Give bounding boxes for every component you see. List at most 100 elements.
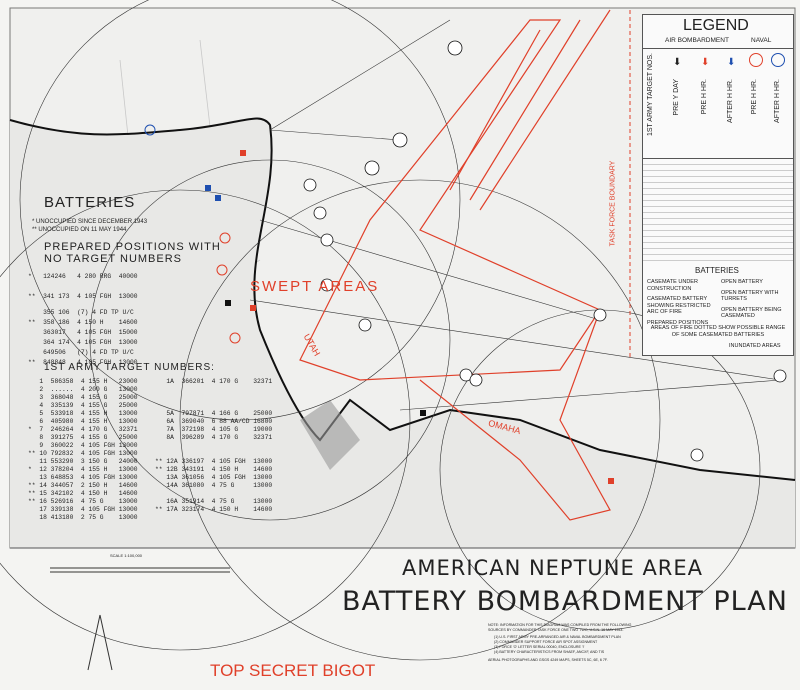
table-row: 4 335139 4 155 G 25000 bbox=[28, 402, 138, 409]
table-row: 7A 372198 4 105 G 19000 bbox=[155, 426, 273, 433]
black-arrow-icon: ⬇ bbox=[673, 57, 682, 68]
sources-intro: NOTE: INFORMATION FOR THIS DIAGRAM WAS C… bbox=[488, 623, 632, 632]
target-table-right: 1A 366201 4 170 G 32371 5A 797871 4 166 … bbox=[155, 378, 272, 522]
blue-arrow-icon: ⬇ bbox=[727, 57, 736, 68]
legend-inundated: INUNDATED AREAS bbox=[729, 343, 781, 349]
list-item: ** 341 173 4 105 FGH 13000 bbox=[28, 293, 138, 300]
legend-items-left: CASEMATE UNDER CONSTRUCTION CASEMATED BA… bbox=[647, 279, 715, 326]
prepared-positions-list: * 124246 4 280 RRG 40000 ** 341 173 4 10… bbox=[28, 272, 138, 368]
classification-stamp: TOP SECRET BIGOT bbox=[210, 661, 376, 680]
col-header: PRE Y DAY bbox=[673, 79, 680, 116]
table-row: 1A 366201 4 170 G 32371 bbox=[155, 378, 273, 385]
table-row bbox=[155, 386, 272, 394]
table-row: 6 405980 4 155 H 13000 bbox=[28, 418, 138, 425]
red-arrow-icon: ⬇ bbox=[701, 57, 710, 68]
table-row bbox=[155, 514, 272, 522]
table-row: 8 391275 4 155 G 25000 bbox=[28, 434, 138, 441]
batteries-title: BATTERIES bbox=[44, 194, 136, 211]
table-row: ** 12A 336197 4 105 FGH 13000 bbox=[155, 458, 273, 465]
note-unoccupied-1944: ** UNOCCUPIED ON 11 MAY 1944 bbox=[32, 227, 127, 233]
sources-note: NOTE: INFORMATION FOR THIS DIAGRAM WAS C… bbox=[488, 623, 648, 663]
list-item: 364 174 4 105 FGH 13000 bbox=[28, 339, 138, 346]
legend-item: PREPARED POSITIONS bbox=[647, 319, 709, 326]
col-header: 1ST ARMY TARGET NOS. bbox=[647, 53, 654, 136]
table-row: 17 339138 4 105 FGH 13000 bbox=[28, 506, 138, 513]
legend-naval: NAVAL bbox=[751, 37, 772, 44]
col-header: AFTER H HR. bbox=[727, 79, 734, 123]
north-arrow bbox=[87, 614, 113, 671]
source-item: (3) FORCE 'O' LETTER SERIAL 00040, ENCLO… bbox=[494, 645, 585, 649]
list-item: ** 358 186 4 150 H 14600 bbox=[28, 319, 138, 326]
list-item: 355 106 (7) 4 FD TP U/C bbox=[28, 309, 134, 316]
table-row: ** 12B 343191 4 150 H 14600 bbox=[155, 466, 273, 473]
table-row: 5A 797871 4 166 G 25000 bbox=[155, 410, 273, 417]
table-row: 14A 361080 4 75 G 13000 bbox=[155, 482, 273, 489]
source-item: (1) U.S. FIRST ARMY PRE-ARRANGED AIR & N… bbox=[494, 635, 621, 639]
scale-label: SCALE 1:100,000 bbox=[110, 553, 143, 558]
table-row: ** 10 792832 4 105 FGH 13000 bbox=[28, 450, 138, 457]
table-row: * 12 378204 4 155 H 13000 bbox=[28, 466, 138, 473]
legend-grid bbox=[643, 158, 793, 264]
table-row: 3 368048 4 155 G 25000 bbox=[28, 394, 138, 401]
table-row: ** 14 344057 2 150 H 14600 bbox=[28, 482, 138, 489]
scale-bar bbox=[50, 567, 230, 573]
legend-item: CASEMATE UNDER CONSTRUCTION bbox=[647, 279, 698, 292]
label-task-force-boundary: TASK FORCE BOUNDARY bbox=[609, 160, 617, 247]
table-row bbox=[155, 490, 272, 498]
battery-symbols bbox=[144, 124, 614, 484]
table-row: 13A 361056 4 105 FGH 13000 bbox=[155, 474, 273, 481]
legend-batteries-title: BATTERIES bbox=[695, 266, 739, 275]
blue-circle-icon bbox=[771, 53, 785, 67]
title-line-1: AMERICAN NEPTUNE AREA bbox=[402, 556, 704, 580]
table-row bbox=[155, 394, 272, 402]
table-row: 18 413180 2 75 G 13000 bbox=[28, 514, 138, 521]
note-text: UNOCCUPIED SINCE DECEMBER 1943 bbox=[36, 219, 148, 225]
legend-air: AIR BOMBARDMENT bbox=[665, 37, 729, 44]
source-item: (4) BATTERY CHARACTERISTICS FROM SHAEF, … bbox=[494, 650, 605, 654]
inundated-area bbox=[300, 400, 360, 470]
legend-item: OPEN BATTERY WITH TURRETS bbox=[721, 289, 779, 303]
table-row: 6A 369040 6 88 AA/CD 16800 bbox=[155, 418, 273, 425]
legend-title: LEGEND bbox=[683, 17, 749, 34]
table-row bbox=[155, 442, 272, 450]
list-item: 363017 4 105 FGH 15000 bbox=[28, 329, 138, 336]
list-item: ** 848848 4 105 FGH 13000 bbox=[28, 359, 138, 366]
table-row bbox=[155, 402, 272, 410]
legend-items-right: OPEN BATTERY OPEN BATTERY WITH TURRETS O… bbox=[721, 279, 789, 320]
table-row: 13 648853 4 105 FGH 13000 bbox=[28, 474, 138, 481]
legend-item: CASEMATED BATTERY SHOWING RESTRICTED ARC… bbox=[647, 296, 711, 315]
label-swept-areas: SWEPT AREAS bbox=[250, 278, 380, 295]
table-row: 9 360022 4 105 FGH 13000 bbox=[28, 442, 138, 449]
table-row: 1 586358 4 155 H 23000 bbox=[28, 378, 138, 385]
table-row bbox=[155, 450, 272, 458]
source-item: (2) COMMANDER SUPPORT FORCE AIR SPOT ASS… bbox=[494, 640, 598, 644]
prepared-title-1: PREPARED POSITIONS WITH bbox=[44, 241, 221, 253]
list-item: 649506 (7) 4 FD TP U/C bbox=[28, 349, 134, 356]
col-header: AFTER H HR. bbox=[774, 79, 781, 123]
table-row: 16A 351914 4 75 G 13000 bbox=[155, 498, 273, 505]
sources-footer: AERIAL PHOTOGRAPHS AND GSGS 4249 MAPS, S… bbox=[488, 658, 608, 662]
target-numbers-title: 1ST ARMY TARGET NUMBERS: bbox=[44, 362, 215, 373]
legend-item: OPEN BATTERY BEING CASEMATED bbox=[721, 306, 782, 320]
table-row: 5 533918 4 155 H 13000 bbox=[28, 410, 138, 417]
legend-item: OPEN BATTERY bbox=[721, 279, 763, 285]
legend-header: 1ST ARMY TARGET NOS. ⬇ PRE Y DAY ⬇ PRE H… bbox=[643, 48, 793, 159]
col-header: PRE H HR. bbox=[751, 79, 758, 115]
table-row: * 7 246264 4 170 G 32371 bbox=[28, 426, 138, 433]
title-line-2: BATTERY BOMBARDMENT PLAN bbox=[342, 586, 788, 617]
red-circle-icon bbox=[749, 53, 763, 67]
note-text: UNOCCUPIED ON 11 MAY 1944 bbox=[38, 227, 127, 233]
table-row: ** 15 342102 4 150 H 14600 bbox=[28, 490, 138, 497]
col-header: PRE H HR. bbox=[701, 79, 708, 115]
table-row: 11 553290 3 150 G 24000 bbox=[28, 458, 138, 465]
land-mass bbox=[10, 118, 795, 548]
table-row: ** 17A 323174 4 150 H 14600 bbox=[155, 506, 273, 513]
prepared-title-2: NO TARGET NUMBERS bbox=[44, 253, 183, 265]
list-item: * 124246 4 280 RRG 40000 bbox=[28, 273, 138, 280]
swept-areas bbox=[299, 9, 611, 521]
table-row: ** 16 526916 4 75 G 13000 bbox=[28, 498, 138, 505]
table-row: 8A 396289 4 170 G 32371 bbox=[155, 434, 273, 441]
legend-note: AREAS OF FIRE DOTTED SHOW POSSIBLE RANGE… bbox=[650, 325, 786, 338]
legend: LEGEND AIR BOMBARDMENT NAVAL 1ST ARMY TA… bbox=[642, 14, 794, 356]
